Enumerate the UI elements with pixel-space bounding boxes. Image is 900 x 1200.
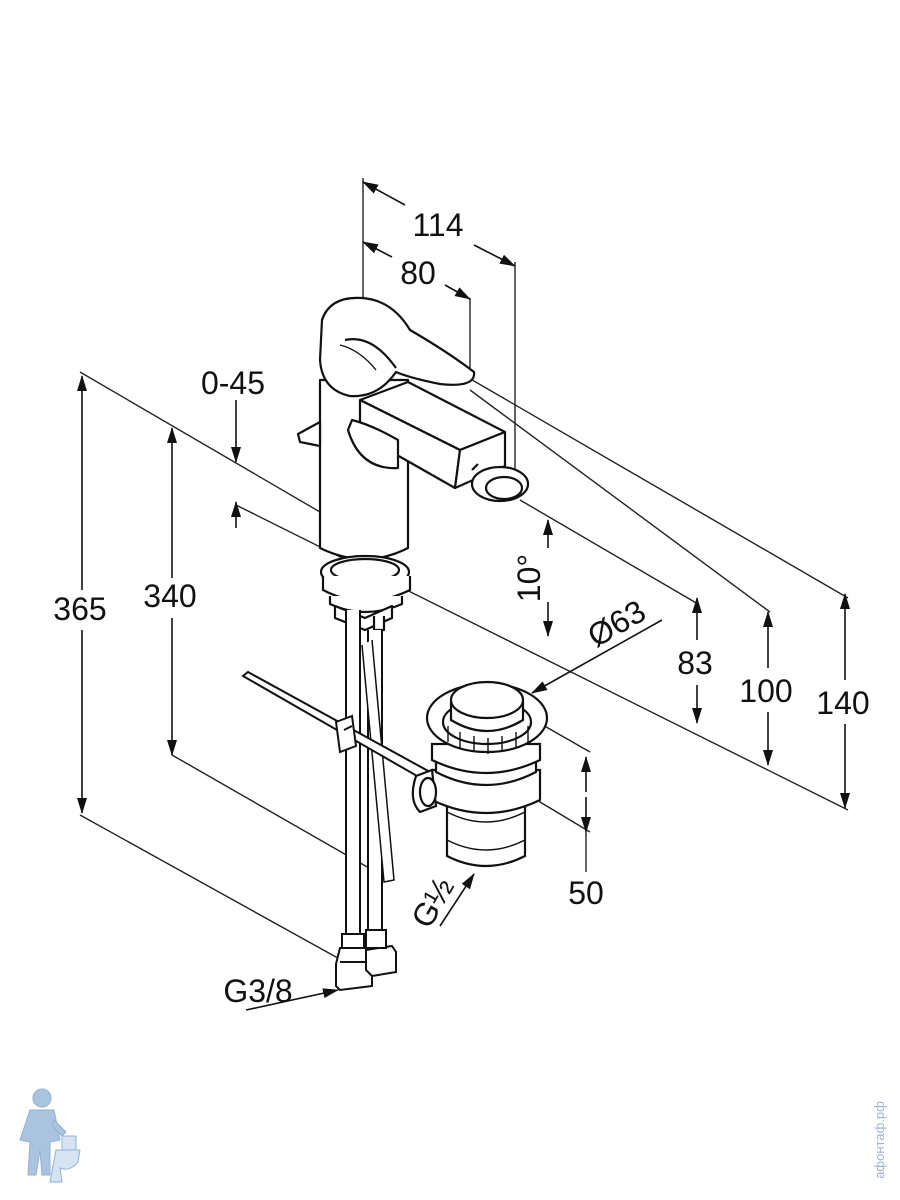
- pop-up-waste: [411, 680, 549, 868]
- dimension-lines: [77, 181, 850, 1011]
- lever-handle: [318, 296, 476, 398]
- dimension-114: 114: [412, 207, 463, 243]
- plumber-logo: [19, 1088, 81, 1183]
- thread-g-3-8: G3/8: [223, 973, 292, 1009]
- dimension-365: 365: [53, 591, 106, 627]
- dimension-140: 140: [816, 685, 869, 721]
- dimension-10-degrees: 10°: [511, 554, 547, 602]
- thread-g-half: G½: [404, 871, 461, 934]
- hose-nut-right: [365, 944, 397, 978]
- supply-hoses: [335, 610, 397, 992]
- watermark-text: афонтаф.рф: [872, 1101, 887, 1179]
- dimension-0-45: 0-45: [201, 365, 265, 401]
- dimension-80: 80: [400, 255, 436, 291]
- dimension-100: 100: [739, 673, 792, 709]
- dimension-83: 83: [677, 645, 713, 681]
- dimension-labels: 114 80 0-45 365 340 10° Ø63 83 100 140 5…: [53, 207, 869, 1009]
- pop-up-rod: [241, 670, 432, 782]
- faucet-illustration: [296, 296, 530, 632]
- dimension-340: 340: [143, 578, 196, 614]
- dimension-50: 50: [568, 875, 604, 911]
